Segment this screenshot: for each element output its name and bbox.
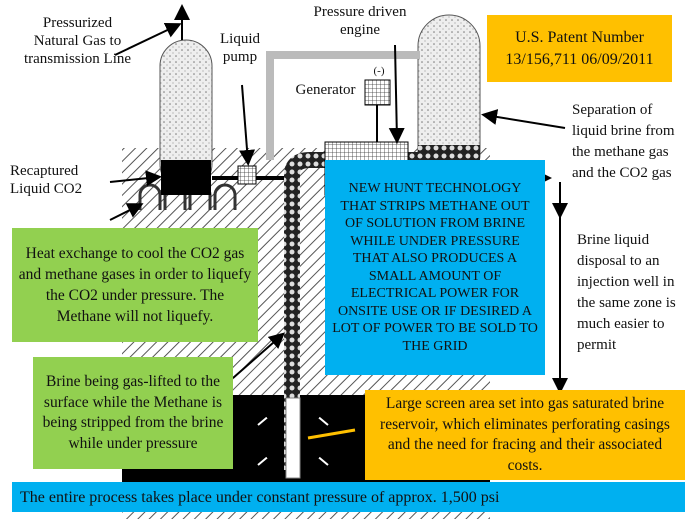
label-recaptured-co2: Recaptured Liquid CO2 (10, 163, 83, 197)
label-brine-disposal: Brine liquid disposal to an injection we… (577, 232, 676, 353)
label-separation: Separation of liquid brine from the meth… (572, 102, 675, 181)
well-screen (285, 397, 301, 479)
liquid-pump (237, 165, 257, 185)
technology-box: NEW HUNT TECHNOLOGY THAT STRIPS METHANE … (325, 160, 545, 375)
screen-pointer-arrow (307, 428, 356, 440)
label-liquid-pump: Liquid pump (220, 31, 260, 65)
liquid-co2 (161, 160, 211, 195)
inflow-arrows (257, 407, 329, 466)
label-generator-sign: (-) (373, 65, 385, 77)
generator (364, 79, 391, 106)
screen-area-box: Large screen area set into gas saturated… (365, 390, 685, 480)
constant-pressure-bar: The entire process takes place under con… (12, 482, 685, 512)
label-pressure-engine: Pressure driven engine (313, 4, 407, 38)
brine-lift-box: Brine being gas-lifted to the surface wh… (33, 357, 233, 469)
label-generator: Generator (295, 82, 356, 98)
patent-line-1: U.S. Patent Number (515, 28, 644, 46)
patent-number-box: U.S. Patent Number 13/156,711 06/09/2011 (487, 15, 672, 82)
heat-exchange-box: Heat exchange to cool the CO2 gas and me… (12, 228, 258, 342)
return-pipe (266, 51, 420, 160)
well-pipe (284, 152, 420, 470)
label-pressurized-gas: Pressurized Natural Gas to transmission … (23, 15, 132, 67)
patent-line-2: 13/156,711 06/09/2011 (505, 50, 654, 68)
